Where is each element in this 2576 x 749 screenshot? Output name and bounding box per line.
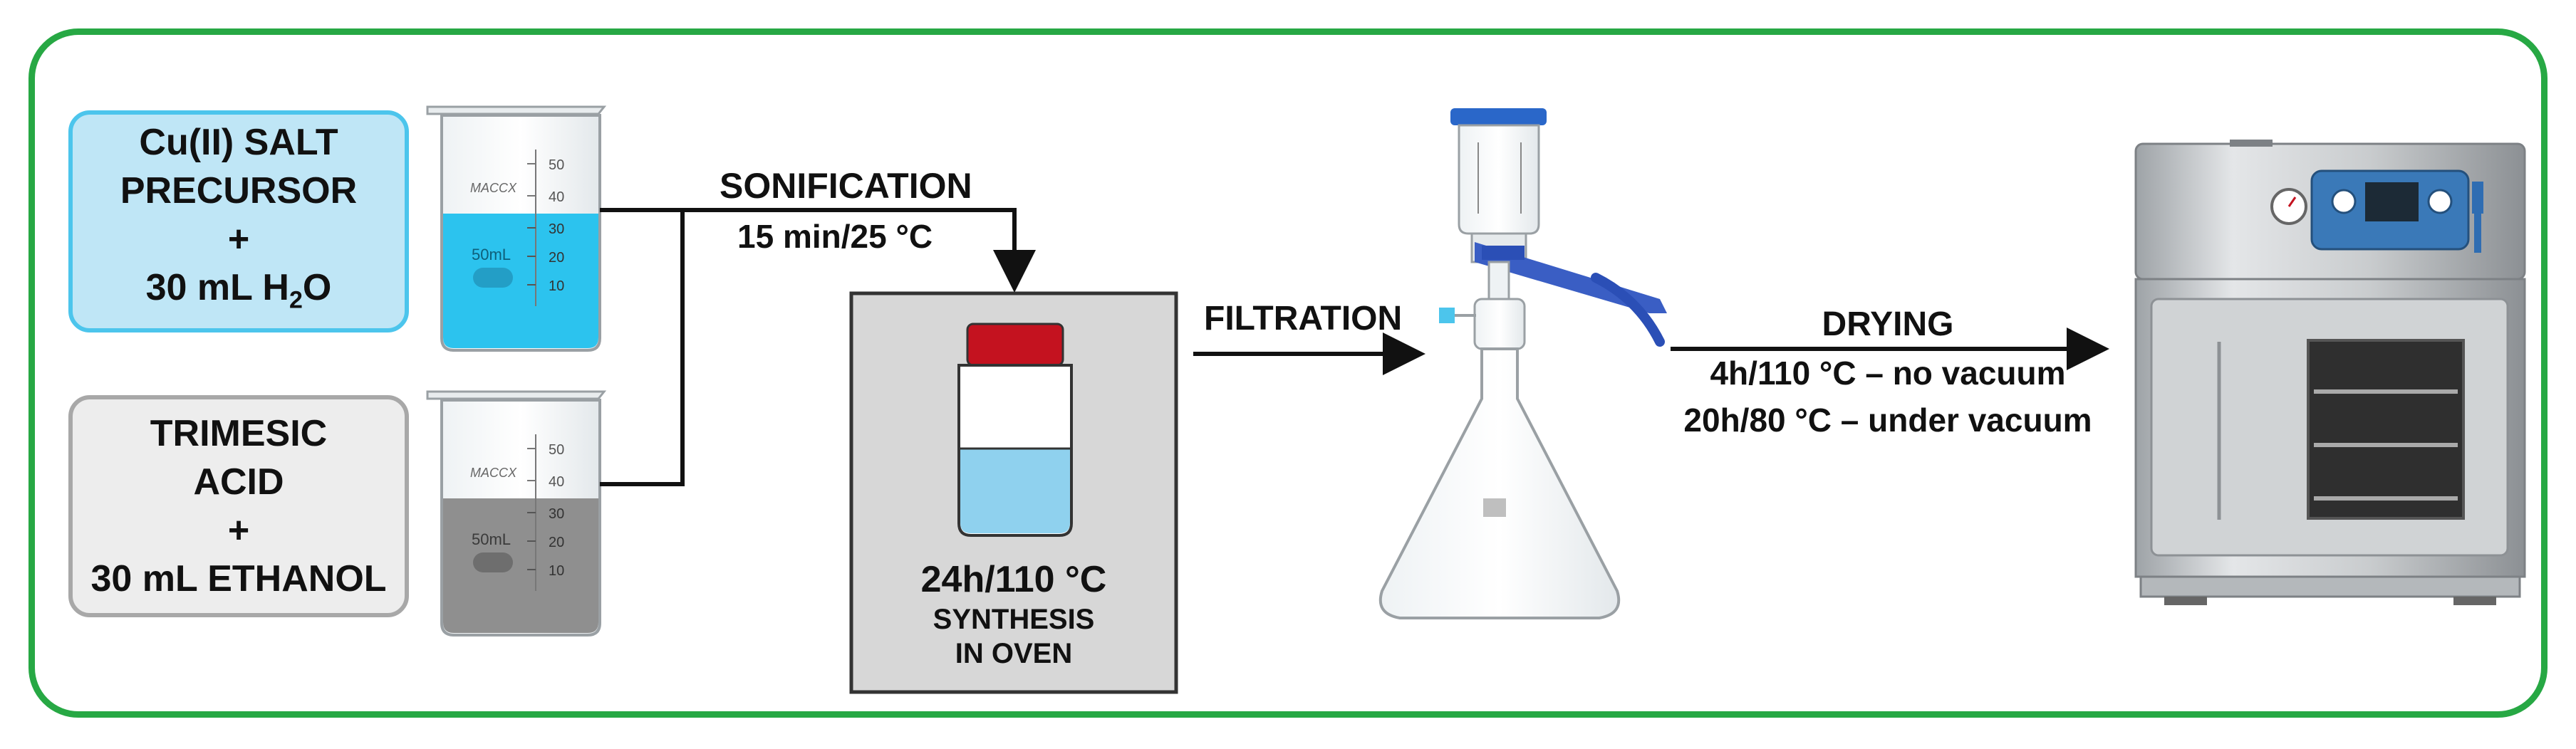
beaker1-mark-30: 30 <box>549 221 564 237</box>
beaker2-mark-40: 40 <box>549 474 564 490</box>
beaker1-mark-10: 10 <box>549 278 564 294</box>
beaker1-mark-20: 20 <box>549 250 564 266</box>
beaker1-brand: MACCX <box>470 181 517 195</box>
beaker-icon <box>427 107 604 350</box>
synthesis-line1: SYNTHESIS <box>933 604 1095 636</box>
beaker1-mark-50: 50 <box>549 157 564 173</box>
drying-title: DRYING <box>1822 305 1954 344</box>
vacuum-oven-icon <box>2136 140 2525 605</box>
sonification-title: SONIFICATION <box>720 165 972 206</box>
sonification-conditions: 15 min/25 °C <box>737 217 933 256</box>
synthesis-conditions: 24h/110 °C <box>921 558 1107 601</box>
drying-condition-2: 20h/80 °C – under vacuum <box>1683 401 2092 439</box>
beaker2-mark-10: 10 <box>549 563 564 579</box>
filtration-flask-icon <box>1381 108 1667 618</box>
synthesis-line2: IN OVEN <box>955 638 1072 670</box>
beaker2-mark-50: 50 <box>549 442 564 458</box>
beaker2-brand: MACCX <box>470 466 517 480</box>
beaker-icon <box>427 392 604 635</box>
beaker2-mark-20: 20 <box>549 535 564 550</box>
beaker2-volume: 50mL <box>472 530 511 548</box>
filtration-title: FILTRATION <box>1204 299 1402 338</box>
bottle-icon <box>959 324 1071 535</box>
beaker2-mark-30: 30 <box>549 506 564 522</box>
drying-condition-1: 4h/110 °C – no vacuum <box>1710 354 2065 392</box>
beaker1-mark-40: 40 <box>549 189 564 205</box>
beaker1-volume: 50mL <box>472 246 511 263</box>
